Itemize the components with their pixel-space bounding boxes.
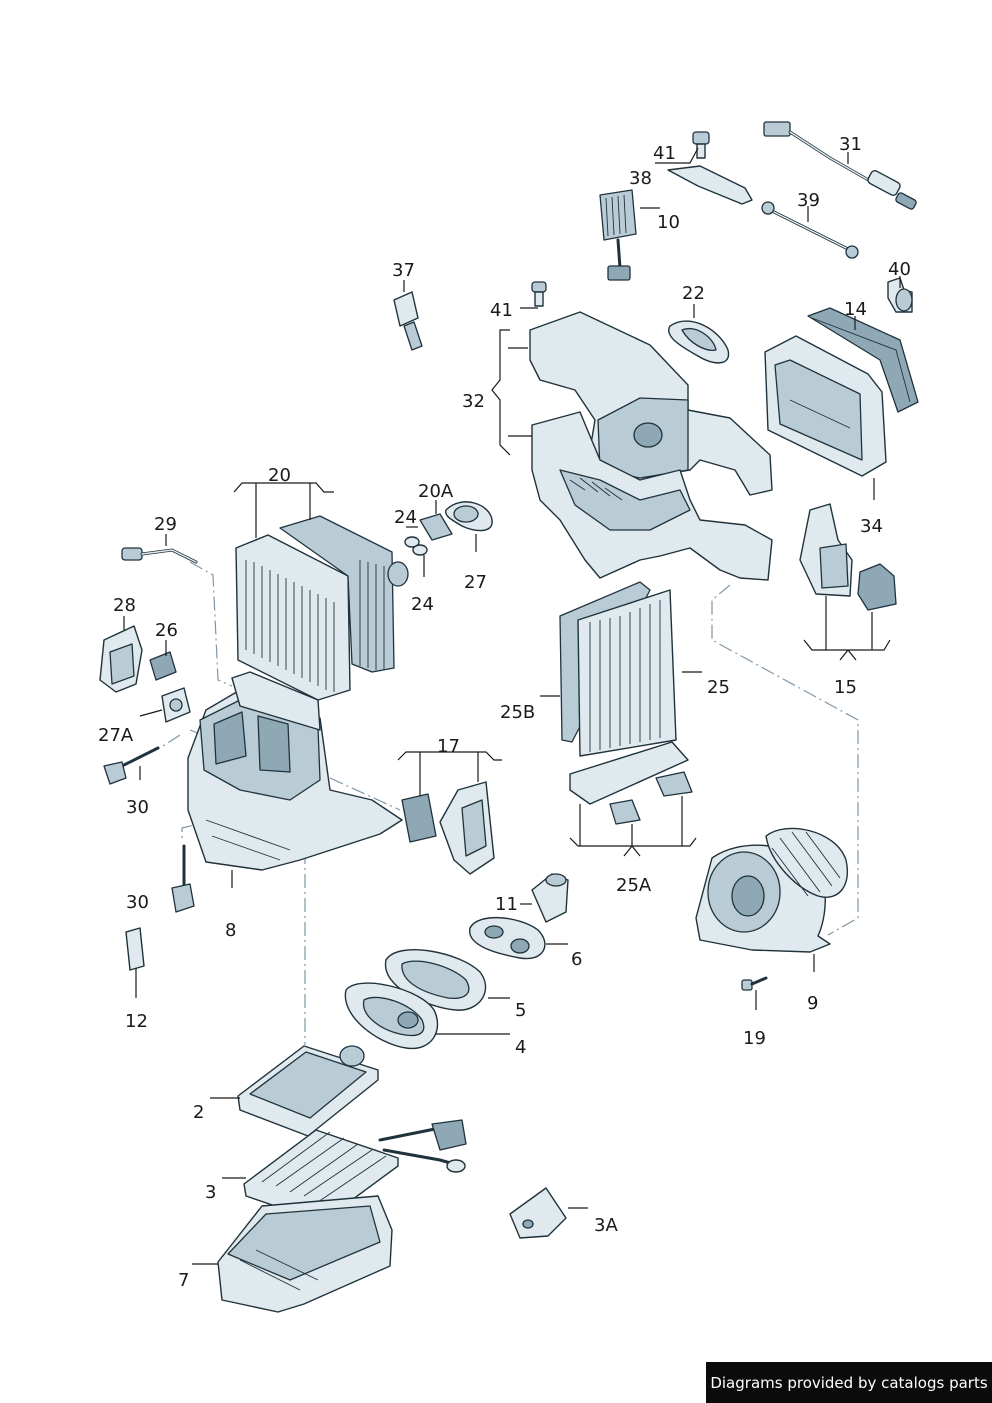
label-11: 11: [495, 894, 518, 915]
temperature-sensor-31: [763, 121, 917, 210]
sensor-30-lower: [171, 844, 195, 913]
label-2: 2: [193, 1102, 204, 1123]
filter-housing-34: [764, 335, 887, 477]
connection-lines: [159, 561, 859, 1045]
filter-25b: [559, 581, 677, 757]
label-25b: 25B: [500, 702, 535, 723]
label-5: 5: [515, 1000, 526, 1021]
label-39: 39: [797, 190, 820, 211]
label-27: 27: [464, 572, 487, 593]
elbow-40: [887, 277, 913, 313]
leader-lines: [123, 147, 901, 1265]
label-19: 19: [743, 1028, 766, 1049]
servo-27a: [161, 687, 191, 723]
blower-motor-9: [695, 827, 848, 953]
label-3a: 3A: [594, 1215, 618, 1236]
credit-banner: Diagrams provided by catalogs parts: [706, 1362, 992, 1403]
label-4: 4: [515, 1037, 526, 1058]
screw-41-mid: [531, 281, 547, 307]
label-12: 12: [125, 1011, 148, 1032]
label-25a: 25A: [616, 875, 652, 896]
label-31: 31: [839, 134, 862, 155]
cover-strip-38: [667, 165, 753, 205]
clip-12: [125, 927, 145, 971]
seal-22: [668, 320, 730, 364]
label-32: 32: [462, 391, 485, 412]
seal-6: [469, 917, 546, 960]
label-10: 10: [657, 212, 680, 233]
callout-labels: 41 31 38 10 39 37 40 41 22 14 32 20 20A …: [98, 134, 911, 1291]
filter-frame-25a: [569, 741, 693, 825]
label-38: 38: [629, 168, 652, 189]
label-29: 29: [154, 514, 177, 535]
expansion-valve-20a: [404, 513, 453, 556]
sensor-30-upper: [103, 746, 160, 785]
frame-15: [799, 503, 897, 611]
clip-37: [393, 291, 423, 351]
gasket-14: [807, 307, 919, 413]
gasket-4: [344, 982, 439, 1050]
label-8: 8: [225, 920, 236, 941]
label-15: 15: [834, 677, 857, 698]
label-24-lower: 24: [411, 594, 434, 615]
auxiliary-heater-3: [243, 1119, 467, 1223]
label-6: 6: [571, 949, 582, 970]
label-41-top: 41: [653, 143, 676, 164]
air-flap-17: [401, 781, 495, 875]
label-30-lower: 30: [126, 892, 149, 913]
label-40: 40: [888, 259, 911, 280]
bowden-cable-39: [761, 201, 859, 259]
seal-27: [445, 501, 493, 532]
servo-26: [149, 651, 177, 681]
servo-motor-28: [99, 625, 143, 693]
series-resistor-10: [599, 189, 637, 281]
housing-upper-32: [529, 311, 773, 581]
heater-box-8: [187, 671, 403, 871]
screw-41-top: [692, 131, 710, 159]
label-22: 22: [682, 283, 705, 304]
label-41-mid: 41: [490, 300, 513, 321]
evaporator-20: [235, 515, 409, 701]
label-34: 34: [860, 516, 883, 537]
bracket-3a: [509, 1187, 567, 1239]
label-30-upper: 30: [126, 797, 149, 818]
screw-19: [741, 976, 768, 991]
label-25: 25: [707, 677, 730, 698]
lower-housing-7: [217, 1195, 393, 1313]
label-24-upper: 24: [394, 507, 417, 528]
label-9: 9: [807, 993, 818, 1014]
heat-exchanger-2: [237, 1045, 379, 1137]
label-14: 14: [844, 299, 867, 320]
sensor-29: [121, 547, 198, 564]
connector-11: [531, 873, 569, 923]
label-26: 26: [155, 620, 178, 641]
label-28: 28: [113, 595, 136, 616]
label-20a: 20A: [418, 481, 454, 502]
label-17: 17: [437, 736, 460, 757]
label-20: 20: [268, 465, 291, 486]
label-37: 37: [392, 260, 415, 281]
label-3: 3: [205, 1182, 216, 1203]
label-27a: 27A: [98, 725, 134, 746]
label-7: 7: [178, 1270, 189, 1291]
